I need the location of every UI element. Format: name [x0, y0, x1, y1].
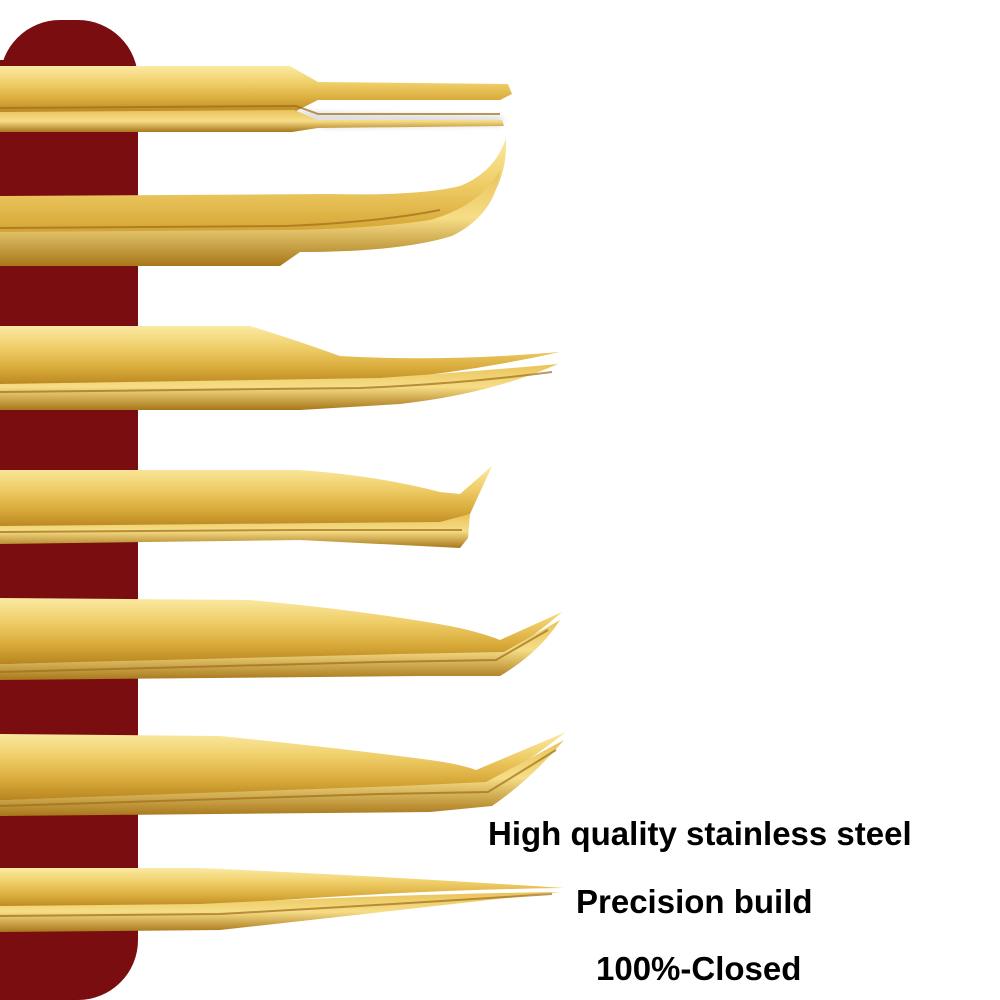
- tweezer-slanted-curve: [0, 326, 560, 410]
- tweezer-sharp-angle: [0, 466, 492, 548]
- caption-precision: Precision build: [576, 883, 813, 920]
- tweezer-soft-angle: [0, 598, 562, 680]
- caption-closure: 100%-Closed: [596, 950, 802, 987]
- tweezer-straight-wide: [0, 66, 512, 132]
- tweezer-curved-hook: [0, 138, 507, 266]
- tweezer-boot-angle: [0, 732, 566, 816]
- tweezer-straight-fine: [0, 868, 564, 932]
- caption-material: High quality stainless steel: [488, 815, 912, 852]
